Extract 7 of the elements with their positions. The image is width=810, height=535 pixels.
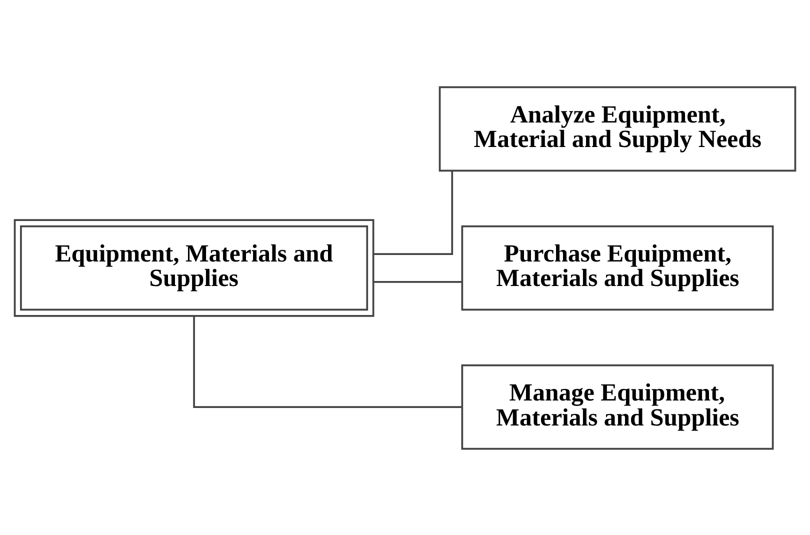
node-box: Manage Equipment, Materials and Supplies [461,364,774,450]
node-box: Analyze Equipment, Material and Supply Needs [438,86,796,172]
connector [374,280,462,282]
connector [374,170,454,255]
node-box: Purchase Equipment, Materials and Supplies [461,224,774,310]
node-box: Equipment, Materials and Supplies [14,218,374,316]
connector [193,316,462,408]
